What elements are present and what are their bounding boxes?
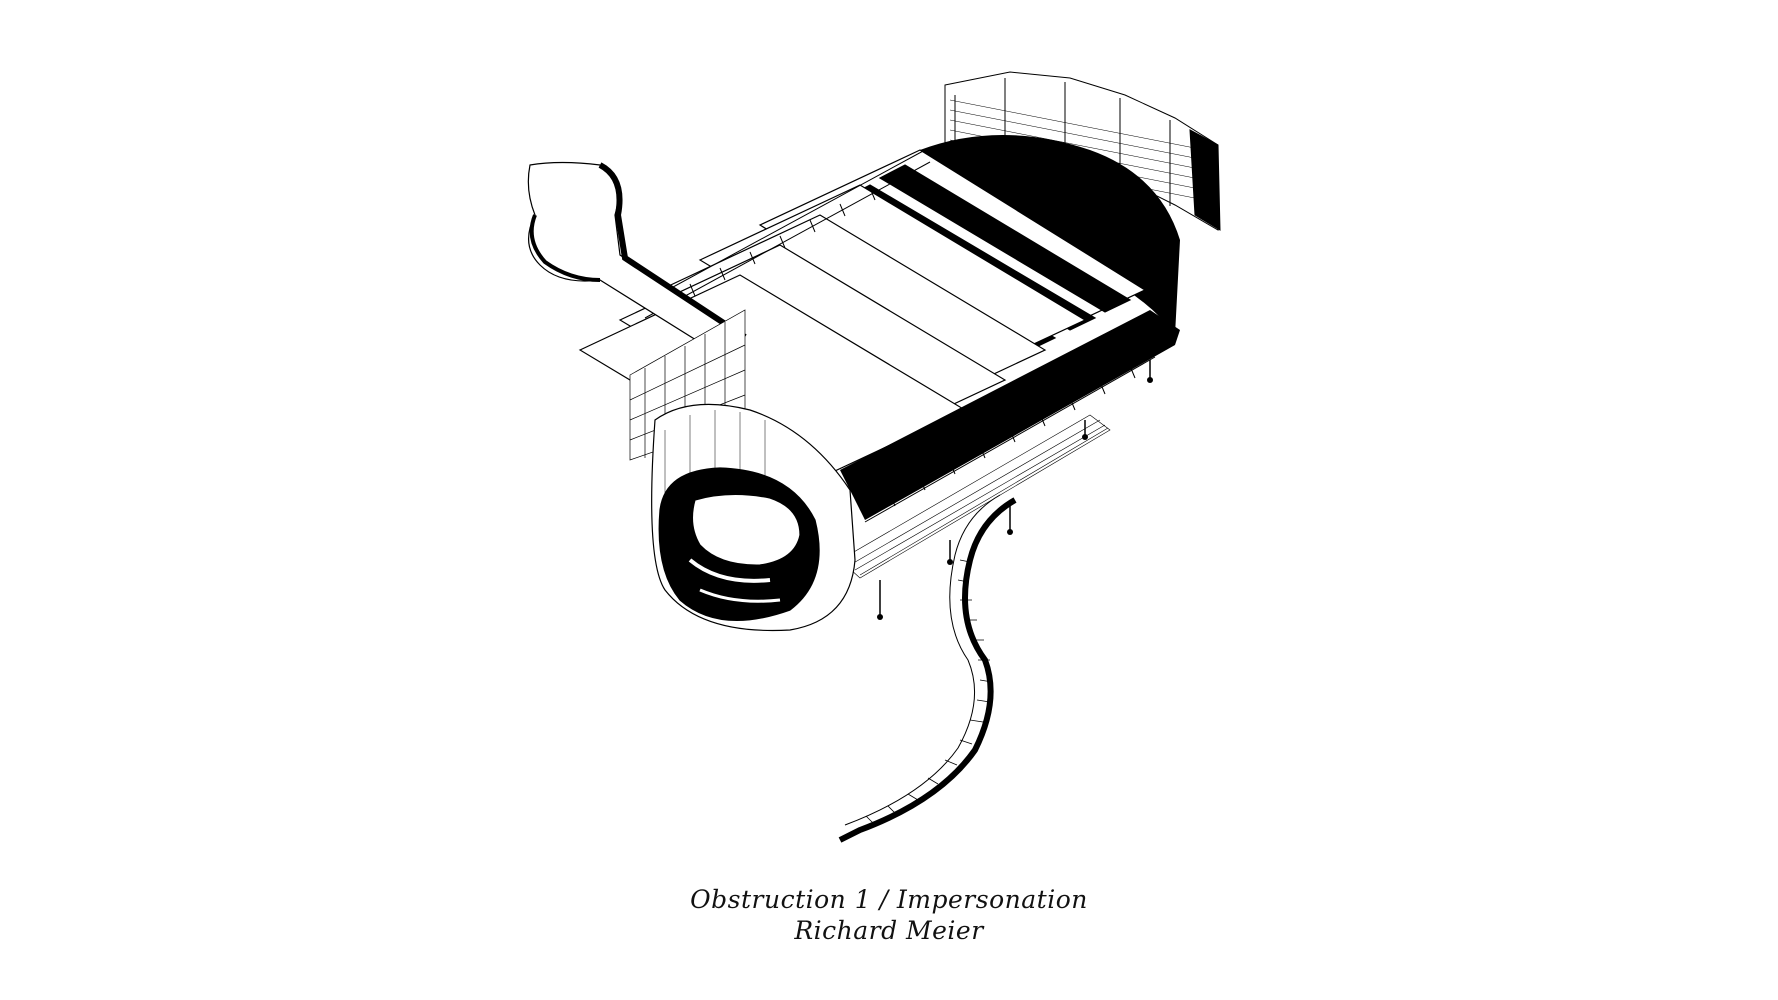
deck-grid bbox=[839, 414, 1111, 579]
support-posts bbox=[879, 360, 1151, 615]
post-bases bbox=[877, 377, 1153, 620]
main-hall-roof bbox=[578, 149, 1147, 486]
roof-trusses bbox=[639, 149, 1156, 523]
curving-ramp bbox=[838, 494, 1017, 843]
entry-bridge bbox=[527, 161, 747, 356]
caption-author: Richard Meier bbox=[794, 916, 984, 945]
caption-title: Obstruction 1 / Impersonation bbox=[690, 885, 1088, 914]
cylindrical-tower bbox=[651, 403, 856, 632]
hall-side-wall bbox=[840, 310, 1180, 520]
